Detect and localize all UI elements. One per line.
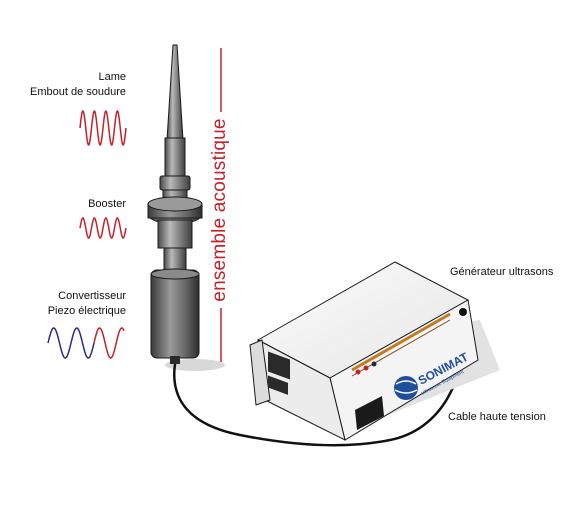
ultrasonic-generator: SONIMAT Ultrasonic Equipment [249,261,500,441]
label-conv-line1: Convertisseur [58,290,126,302]
label-lame: Lame Embout de soudure [20,70,126,100]
label-generateur: Générateur ultrasons [450,265,570,280]
label-booster-text: Booster [88,198,126,210]
label-conv-line2: Piezo électrique [47,305,126,317]
blade-base [164,137,186,179]
label-convertisseur: Convertisseur Piezo électrique [20,289,126,319]
blade-collar [159,175,191,191]
high-voltage-cable [173,311,465,447]
indicator-led-icon [371,361,377,367]
sonimat-logo-icon [394,376,418,400]
label-cable-text: Cable haute tension [448,411,546,423]
sine-wave-icon [79,110,127,146]
sine-wave-icon [47,327,95,359]
booster-lower [157,219,193,249]
sine-wave-icon [79,217,127,239]
ensemble-acoustique-label: ensemble acoustique [209,118,230,302]
label-lame-line1: Lame [98,71,126,83]
generator-vent [355,396,384,430]
label-lame-line2: Embout de soudure [29,86,126,98]
cable-connector [459,308,467,316]
label-generateur-text: Générateur ultrasons [450,266,554,278]
label-booster: Booster [20,197,126,212]
sine-wave-icon [93,327,125,359]
indicator-led-icon [355,369,361,375]
blade-horn [166,44,184,141]
acoustic-stack [147,44,203,364]
ensemble-acoustique-wrap: ensemble acoustique [200,110,240,310]
label-cable: Cable haute tension [448,410,578,425]
converter-body [150,269,200,359]
switch-block [268,375,288,395]
power-socket-icon [268,351,290,380]
indicator-led-icon [363,365,369,371]
